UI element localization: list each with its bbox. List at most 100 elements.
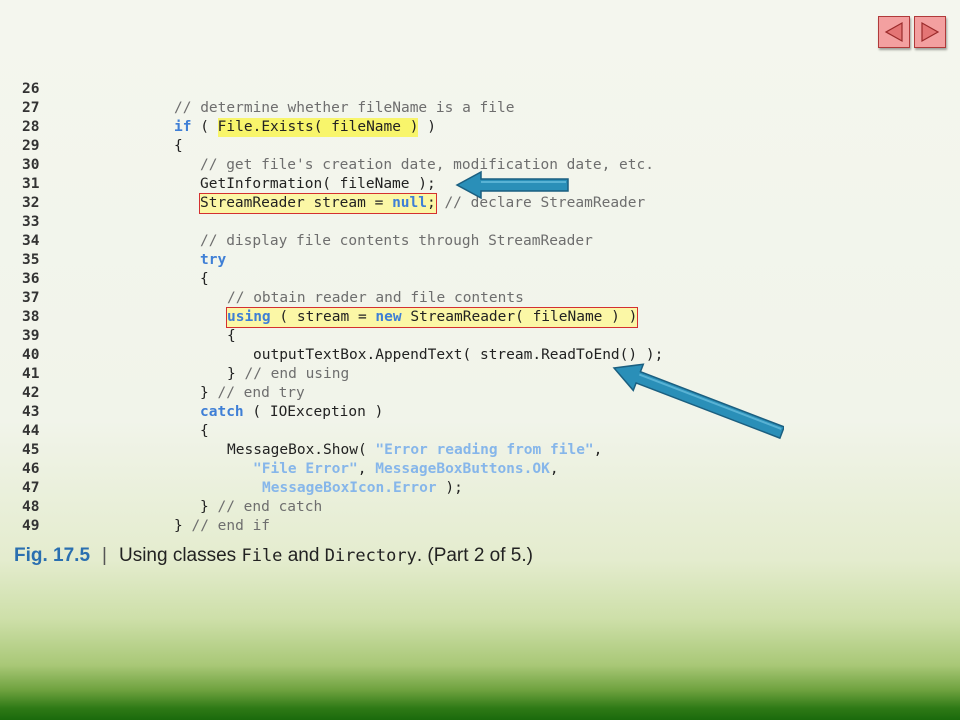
code-comment: // get file's creation date, modificatio… [200,157,654,173]
caption-code: File [241,546,283,566]
line-number: 46 [22,461,40,477]
code-text: { [227,328,236,344]
line-number: 38 [22,309,40,325]
code-text: ( IOException ) [243,404,384,420]
code-string: "Error reading from file" [375,442,594,458]
code-line: 49} // end if [22,517,663,536]
code-line: 27 // determine whether fileName is a fil… [22,99,663,118]
line-number: 27 [22,100,40,116]
line-number: 26 [22,81,40,97]
code-string: "File Error" [253,461,358,477]
line-number: 47 [22,480,40,496]
code-line: 33 [22,213,663,232]
code-comment: // obtain reader and file contents [227,290,524,306]
code-line: 44 { [22,422,663,441]
line-number: 49 [22,518,40,534]
code-line: 26 [22,80,663,99]
line-number: 41 [22,366,40,382]
line-number: 39 [22,328,40,344]
code-comment: // determine whether fileName is a file [174,100,515,116]
code-line: 35 try [22,251,663,270]
line-number: 40 [22,347,40,363]
arrow-left-icon [455,170,569,200]
code-line: 38 using ( stream = new StreamReader( fil… [22,307,663,328]
line-number: 42 [22,385,40,401]
code-text: ); [436,480,463,496]
code-text: ; [426,195,436,211]
code-string: MessageBoxButtons.OK [375,461,550,477]
code-line: 37 // obtain reader and file contents [22,289,663,308]
code-text: { [200,271,209,287]
code-text: outputTextBox.AppendText( stream.ReadToE… [253,347,664,363]
code-line: 42} // end try [22,384,663,403]
slide-navigation [878,16,946,48]
code-text: StreamReader stream = [200,195,393,211]
boxed-code: using ( stream = new StreamReader( fileN… [225,307,639,328]
code-text: , [357,461,376,477]
code-comment: // declare StreamReader [435,195,646,211]
line-number: 37 [22,290,40,306]
code-text: { [174,138,183,154]
code-line: 46 "File Error", MessageBoxButtons.OK, [22,460,663,479]
code-text: } [200,385,209,401]
line-number: 36 [22,271,40,287]
code-string: MessageBoxIcon.Error [262,480,437,496]
figure-caption: Fig. 17.5|Using classes File and Directo… [14,545,533,567]
previous-slide-button[interactable] [878,16,910,48]
next-slide-button[interactable] [914,16,946,48]
boxed-code: StreamReader stream = null; [199,193,437,214]
code-comment: // end catch [208,499,323,515]
figure-number: Fig. 17.5 [14,545,91,566]
code-line: 39 { [22,327,663,346]
code-text: ( stream = [270,309,376,325]
code-keyword: catch [200,404,244,420]
caption-text: and [282,545,325,566]
caption-text: Using classes [118,545,242,566]
code-line: 43 catch ( IOException ) [22,403,663,422]
code-line: 45 MessageBox.Show( "Error reading from f… [22,441,663,460]
line-number: 48 [22,499,40,515]
code-text: } [200,499,209,515]
code-keyword: null [392,195,427,211]
line-number: 33 [22,214,40,230]
line-number: 29 [22,138,40,154]
code-text: ( [191,119,218,135]
code-line: 40 outputTextBox.AppendText( stream.ReadT… [22,346,663,365]
code-comment: // display file contents through StreamR… [200,233,593,249]
line-number: 35 [22,252,40,268]
code-line: 48} // end catch [22,498,663,517]
code-text: { [200,423,209,439]
code-keyword: try [200,252,227,268]
code-comment: // end if [182,518,271,534]
code-line: 36 { [22,270,663,289]
code-line: 47 MessageBoxIcon.Error ); [22,479,663,498]
code-text: , [593,442,603,458]
caption-separator: | [102,545,107,566]
line-number: 45 [22,442,40,458]
line-number: 32 [22,195,40,211]
code-text: ) [418,119,436,135]
code-line: 41} // end using [22,365,663,384]
code-comment: // end using [235,366,350,382]
line-number: 44 [22,423,40,439]
arrow-left-icon [612,363,784,440]
code-comment: // end try [208,385,305,401]
line-number: 34 [22,233,40,249]
code-line: 30 // get file's creation date, modificat… [22,156,663,175]
line-number: 30 [22,157,40,173]
code-text: } [227,366,236,382]
code-line: 32 StreamReader stream = null; // declare… [22,193,663,214]
left-triangle-icon [884,21,903,43]
line-number: 43 [22,404,40,420]
code-keyword: using [227,309,271,325]
line-number: 28 [22,119,40,135]
code-text: , [549,461,559,477]
code-text: MessageBox.Show( [227,442,376,458]
code-keyword: new [375,309,402,325]
code-line: 29 { [22,137,663,156]
caption-text: . (Part 2 of 5.) [416,545,533,566]
code-listing: 26 27 // determine whether fileName is a … [22,80,663,536]
highlighted-code: File.Exists( fileName ) [217,118,419,137]
